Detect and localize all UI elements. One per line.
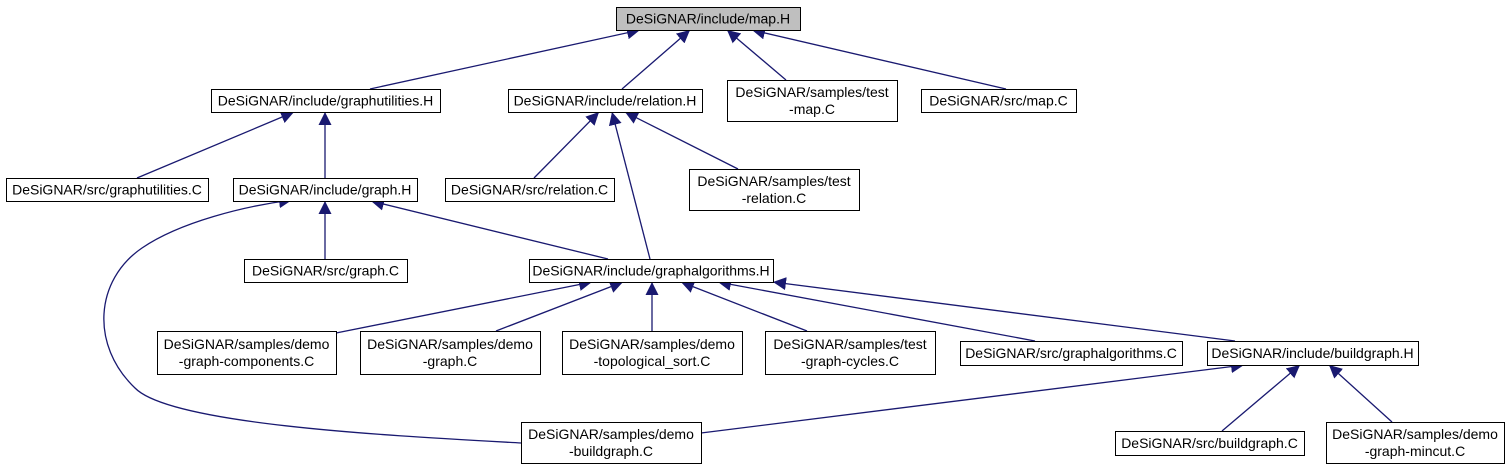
edge-test-map-c-to-map-h (726, 29, 787, 81)
edge-src-graphutilities-c-to-graphutilities-h (136, 111, 295, 179)
node-src-graphalgorithms-c[interactable]: DeSiGNAR/src/graphalgorithms.C (960, 341, 1183, 366)
node-test-graph-cycles-c[interactable]: DeSiGNAR/samples/test-graph-cycles.C (765, 331, 936, 375)
nodes-layer: DeSiGNAR/include/map.H DeSiGNAR/include/g… (6, 7, 1505, 464)
node-box (508, 89, 703, 113)
node-src-buildgraph-c[interactable]: DeSiGNAR/src/buildgraph.C (1115, 431, 1305, 456)
node-demo-graph-components-c[interactable]: DeSiGNAR/samples/demo-graph-components.C (157, 331, 337, 375)
node-box (765, 331, 936, 375)
node-src-graph-c[interactable]: DeSiGNAR/src/graph.C (244, 259, 408, 283)
node-demo-topological-sort-c[interactable]: DeSiGNAR/samples/demo-topological_sort.C (562, 331, 743, 375)
edge-graphalgorithms-h-to-relation-h (608, 111, 651, 260)
node-label: DeSiGNAR/samples/demo (528, 426, 694, 442)
node-src-relation-c[interactable]: DeSiGNAR/src/relation.C (445, 178, 615, 202)
edge-demo-buildgraph-c-to-graph-h (103, 195, 522, 444)
node-label: DeSiGNAR/src/map.C (929, 93, 1067, 109)
node-label: DeSiGNAR/include/graphutilities.H (218, 93, 434, 109)
node-box (689, 169, 860, 211)
node-label: -relation.C (742, 190, 807, 206)
node-label: -graph-cycles.C (801, 353, 899, 369)
node-label: DeSiGNAR/include/relation.H (514, 93, 697, 109)
node-label: DeSiGNAR/src/graphutilities.C (12, 182, 202, 198)
node-graphalgorithms-h[interactable]: DeSiGNAR/include/graphalgorithms.H (529, 259, 774, 283)
node-label: DeSiGNAR/samples/test (773, 336, 926, 352)
node-label: -graph.C (423, 353, 477, 369)
node-box (360, 331, 541, 375)
node-box (1207, 341, 1419, 366)
node-label: DeSiGNAR/include/graph.H (239, 182, 412, 198)
node-label: DeSiGNAR/samples/demo (367, 336, 533, 352)
node-relation-h[interactable]: DeSiGNAR/include/relation.H (508, 89, 703, 113)
node-label: DeSiGNAR/include/buildgraph.H (1211, 345, 1413, 361)
node-box (529, 259, 774, 283)
node-box (521, 422, 702, 464)
edge-graphalgorithms-h-to-graph-h (370, 197, 609, 260)
edge-demo-graph-c-to-graphalgorithms-h (495, 280, 624, 332)
node-box (211, 89, 441, 113)
node-box (445, 178, 615, 202)
node-label: DeSiGNAR/include/graphalgorithms.H (532, 263, 769, 279)
edge-test-graph-cycles-c-to-graphalgorithms-h (680, 280, 808, 332)
node-test-map-c[interactable]: DeSiGNAR/samples/test-map.C (727, 80, 898, 122)
node-demo-graph-mincut-c[interactable]: DeSiGNAR/samples/demo-graph-mincut.C (1326, 422, 1505, 464)
edges-layer (103, 26, 1393, 444)
edge-demo-graph-mincut-c-to-buildgraph-h (1328, 364, 1393, 423)
node-box (1115, 431, 1305, 456)
node-label: DeSiGNAR/samples/test (697, 173, 850, 189)
node-label: DeSiGNAR/src/graphalgorithms.C (965, 345, 1177, 361)
node-label: DeSiGNAR/src/graph.C (252, 263, 399, 279)
edge-relation-h-to-map-h (621, 29, 691, 90)
node-label: DeSiGNAR/samples/demo (164, 336, 330, 352)
node-demo-buildgraph-c[interactable]: DeSiGNAR/samples/demo-buildgraph.C (521, 422, 702, 464)
node-label: DeSiGNAR/include/map.H (626, 11, 790, 27)
node-box (1326, 422, 1505, 464)
node-label: DeSiGNAR/src/relation.C (451, 182, 608, 198)
node-box (616, 7, 801, 31)
node-test-relation-c[interactable]: DeSiGNAR/samples/test-relation.C (689, 169, 860, 211)
node-label: -topological_sort.C (594, 353, 711, 369)
node-src-graphutilities-c[interactable]: DeSiGNAR/src/graphutilities.C (6, 178, 209, 202)
node-box (921, 89, 1077, 113)
node-graphutilities-h[interactable]: DeSiGNAR/include/graphutilities.H (211, 89, 441, 113)
edge-src-relation-c-to-relation-h (533, 111, 600, 179)
node-demo-graph-c[interactable]: DeSiGNAR/samples/demo-graph.C (360, 331, 541, 375)
node-label: DeSiGNAR/samples/test (735, 84, 888, 100)
node-label: DeSiGNAR/samples/demo (1332, 426, 1498, 442)
edge-graphutilities-h-to-map-h (369, 26, 641, 90)
node-buildgraph-h[interactable]: DeSiGNAR/include/buildgraph.H (1207, 341, 1419, 366)
edge-src-graphalgorithms-c-to-graphalgorithms-h (717, 277, 1036, 342)
node-box (960, 341, 1183, 366)
node-map-h[interactable]: DeSiGNAR/include/map.H (616, 7, 801, 31)
node-label: DeSiGNAR/samples/demo (569, 336, 735, 352)
edge-test-relation-c-to-relation-h (624, 111, 739, 170)
edge-buildgraph-h-to-graphalgorithms-h (772, 277, 1236, 342)
node-label: -graph-components.C (179, 353, 314, 369)
node-graph-h[interactable]: DeSiGNAR/include/graph.H (233, 178, 418, 202)
node-box (157, 331, 337, 375)
edge-demo-buildgraph-c-to-buildgraph-h (700, 360, 1245, 434)
edge-demo-graph-components-c-to-graphalgorithms-h (330, 278, 593, 335)
node-box (233, 178, 418, 202)
node-box (244, 259, 408, 283)
node-box (727, 80, 898, 122)
node-box (562, 331, 743, 375)
node-label: -map.C (789, 101, 835, 117)
node-label: -graph-mincut.C (1365, 443, 1465, 459)
edge-src-buildgraph-c-to-buildgraph-h (1221, 364, 1301, 432)
edge-src-map-c-to-map-h (751, 26, 1007, 90)
node-label: -buildgraph.C (569, 443, 653, 459)
node-label: DeSiGNAR/src/buildgraph.C (1121, 435, 1298, 451)
node-src-map-c[interactable]: DeSiGNAR/src/map.C (921, 89, 1077, 113)
node-box (6, 178, 209, 202)
